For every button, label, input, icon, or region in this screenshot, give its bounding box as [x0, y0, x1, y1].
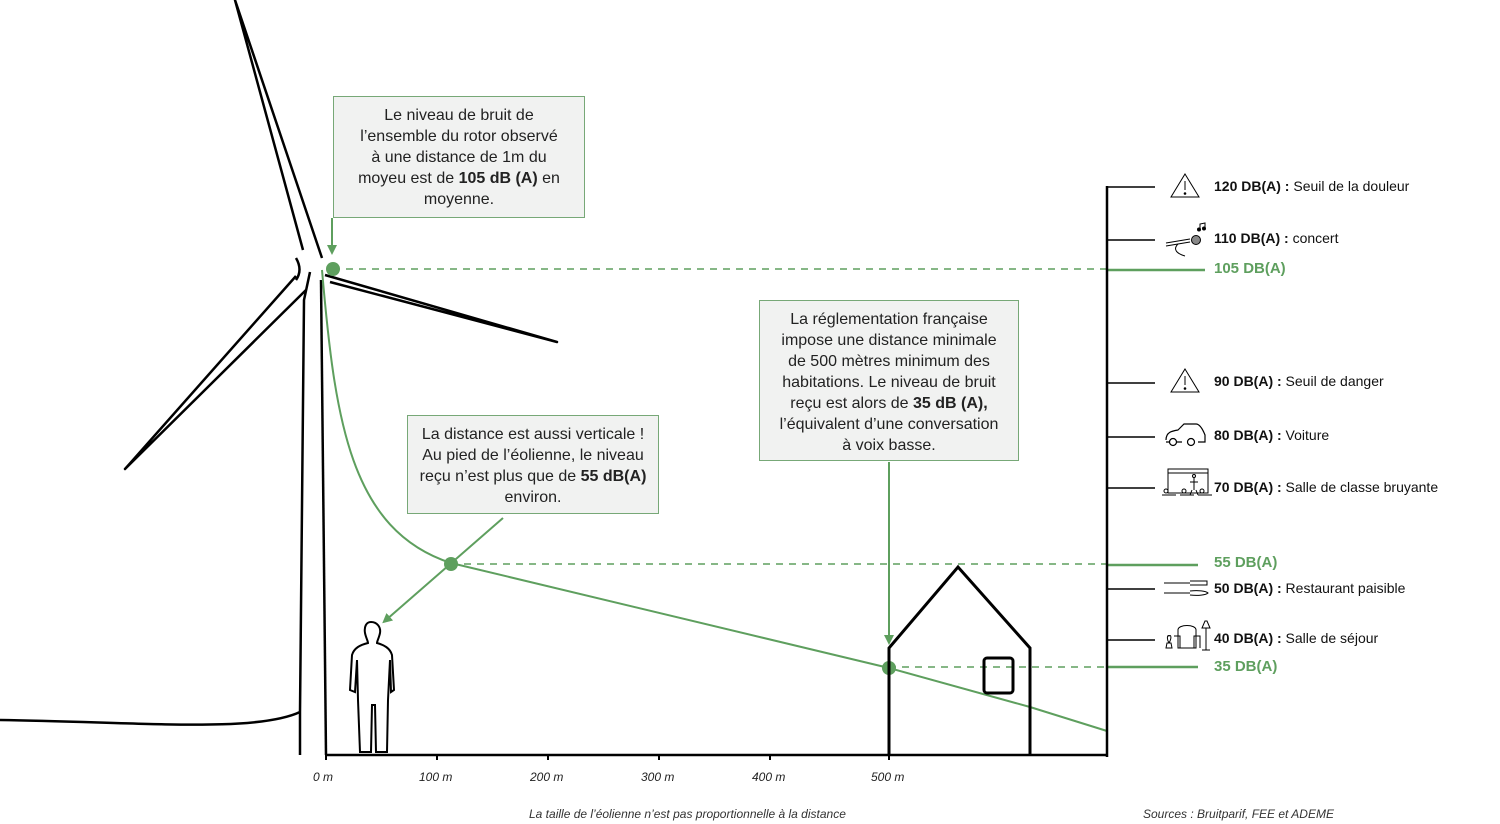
scale-ticks: [1107, 186, 1155, 641]
house-window: [982, 656, 1015, 695]
house: [887, 564, 1032, 755]
scale-label-110: 110 DB(A) : concert: [1214, 230, 1339, 246]
scale-level: 80 DB(A) :: [1214, 427, 1282, 443]
distance-label-100: 100 m: [419, 770, 453, 784]
footer-note: La taille de l’éolienne n’est pas propor…: [529, 807, 846, 821]
reference-label-55: 55 DB(A): [1214, 554, 1278, 571]
callout-regulation-line: impose une distance minimale: [781, 332, 997, 349]
callout-vertical-line: reçu n’est plus que de 55 dB(A): [418, 466, 648, 487]
scale-label-120: 120 DB(A) : Seuil de la douleur: [1214, 178, 1409, 194]
callout-text: moyeu est de: [358, 170, 459, 187]
callout-highlight: 55 dB(A): [580, 468, 647, 485]
callout-rotor-line: Le niveau de bruit de: [384, 107, 534, 124]
reference-label-35: 35 DB(A): [1214, 658, 1278, 675]
arrow-vertical: [382, 517, 504, 624]
callout-text: reçu n’est plus que de: [419, 468, 581, 485]
house-outline: [887, 564, 1032, 755]
scale-desc: Seuil de la douleur: [1289, 178, 1410, 194]
callout-vertical: La distance est aussi verticale ! Au pie…: [407, 415, 659, 514]
callout-rotor-line: moyeu est de 105 dB (A) en: [344, 168, 574, 189]
callout-text: en: [537, 170, 560, 187]
scale-level: 50 DB(A) :: [1214, 580, 1282, 596]
callout-rotor-line: à une distance de 1m du: [371, 149, 547, 166]
axis-ticks: [325, 755, 890, 760]
callout-regulation-line: à voix basse.: [842, 437, 936, 454]
callout-highlight: 105 dB (A): [458, 170, 538, 187]
callout-highlight: 35 dB (A),: [913, 395, 988, 412]
callout-regulation-line: habitations. Le niveau de bruit: [782, 374, 996, 391]
callout-vertical-line: Au pied de l’éolienne, le niveau: [422, 447, 644, 464]
scale-level: 120 DB(A) :: [1214, 178, 1290, 194]
footer-sources: Sources : Bruitparif, FEE et ADEME: [1143, 807, 1334, 821]
callout-vertical-line: environ.: [504, 489, 562, 506]
distance-label-300: 300 m: [641, 770, 675, 784]
scale-desc: concert: [1288, 230, 1339, 246]
distance-label-500: 500 m: [871, 770, 905, 784]
callout-rotor-line: moyenne.: [423, 191, 495, 208]
turbine-hub: [294, 257, 301, 281]
distance-label-200: 200 m: [530, 770, 564, 784]
wind-turbine: [123, 0, 559, 756]
scale-desc: Seuil de danger: [1281, 373, 1384, 389]
scale-desc: Salle de séjour: [1281, 630, 1379, 646]
person-silhouette: [348, 620, 396, 753]
point-rotor: [326, 262, 340, 276]
microphone-icon: [1165, 222, 1206, 257]
callout-rotor-line: l’ensemble du rotor observé: [360, 128, 558, 145]
callout-regulation-line: l’équivalent d’une conversation: [779, 416, 999, 433]
callout-regulation-line: de 500 mètres minimum des: [788, 353, 990, 370]
warning-icon: [1170, 368, 1200, 393]
turbine-blade-left: [123, 275, 307, 471]
scale-desc: Restaurant paisible: [1281, 580, 1406, 596]
turbine-blade-right: [324, 273, 559, 344]
hill-outline: [0, 710, 301, 726]
scale-label-70: 70 DB(A) : Salle de classe bruyante: [1214, 479, 1438, 495]
scale-level: 70 DB(A) :: [1214, 479, 1282, 495]
callout-text: reçu est alors de: [790, 395, 914, 412]
scale-label-90: 90 DB(A) : Seuil de danger: [1214, 373, 1384, 389]
scale-level: 40 DB(A) :: [1214, 630, 1282, 646]
turbine-tower-right: [319, 279, 328, 756]
classroom-icon: [1162, 468, 1212, 496]
reference-label-105: 105 DB(A): [1214, 260, 1286, 277]
turbine-tower: [298, 271, 312, 755]
scale-desc: Voiture: [1281, 427, 1330, 443]
distance-label-0: 0 m: [313, 770, 334, 784]
scale-label-50: 50 DB(A) : Restaurant paisible: [1214, 580, 1405, 596]
callout-regulation: La réglementation française impose une d…: [759, 300, 1019, 461]
turbine-blade-top: [233, 0, 324, 259]
cutlery-icon: [1164, 580, 1209, 596]
living-room-icon: [1165, 620, 1211, 651]
scale-level: 90 DB(A) :: [1214, 373, 1282, 389]
callout-vertical-line: La distance est aussi verticale !: [421, 426, 645, 443]
car-icon: [1165, 423, 1206, 447]
callout-regulation-line: reçu est alors de 35 dB (A),: [770, 393, 1008, 414]
scale-desc: Salle de classe bruyante: [1281, 479, 1439, 495]
warning-icon: [1170, 173, 1200, 198]
scale-label-40: 40 DB(A) : Salle de séjour: [1214, 630, 1378, 646]
scale-label-80: 80 DB(A) : Voiture: [1214, 427, 1329, 443]
callout-regulation-line: La réglementation française: [790, 311, 988, 328]
distance-label-400: 400 m: [752, 770, 786, 784]
callout-rotor: Le niveau de bruit de l’ensemble du roto…: [333, 96, 585, 218]
scale-level: 110 DB(A) :: [1214, 230, 1289, 246]
